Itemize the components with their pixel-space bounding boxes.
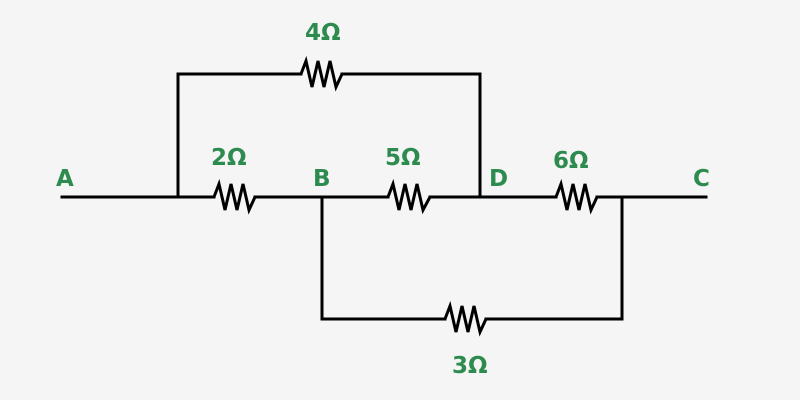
node-a-label: A: [56, 166, 74, 192]
node-b-label: B: [313, 166, 331, 192]
resistor-5ohm-label: 5Ω: [385, 145, 421, 171]
wire-top-left: [176, 72, 303, 199]
resistor-6ohm: [554, 178, 599, 215]
wire-bottom-right: [484, 195, 624, 321]
resistor-3ohm: [443, 300, 488, 337]
resistor-6ohm-label: 6Ω: [553, 148, 589, 174]
resistor-2ohm-label: 2Ω: [211, 145, 247, 171]
resistor-2ohm: [212, 178, 257, 215]
wire-bottom-left: [320, 195, 447, 321]
resistor-5ohm: [386, 178, 432, 215]
resistor-3ohm-label: 3Ω: [452, 353, 488, 379]
node-d-label: D: [489, 166, 509, 192]
resistor-4ohm-label: 4Ω: [305, 20, 341, 46]
node-c-label: C: [693, 166, 710, 192]
resistor-4ohm: [299, 55, 344, 92]
wire-top-right: [340, 72, 482, 199]
